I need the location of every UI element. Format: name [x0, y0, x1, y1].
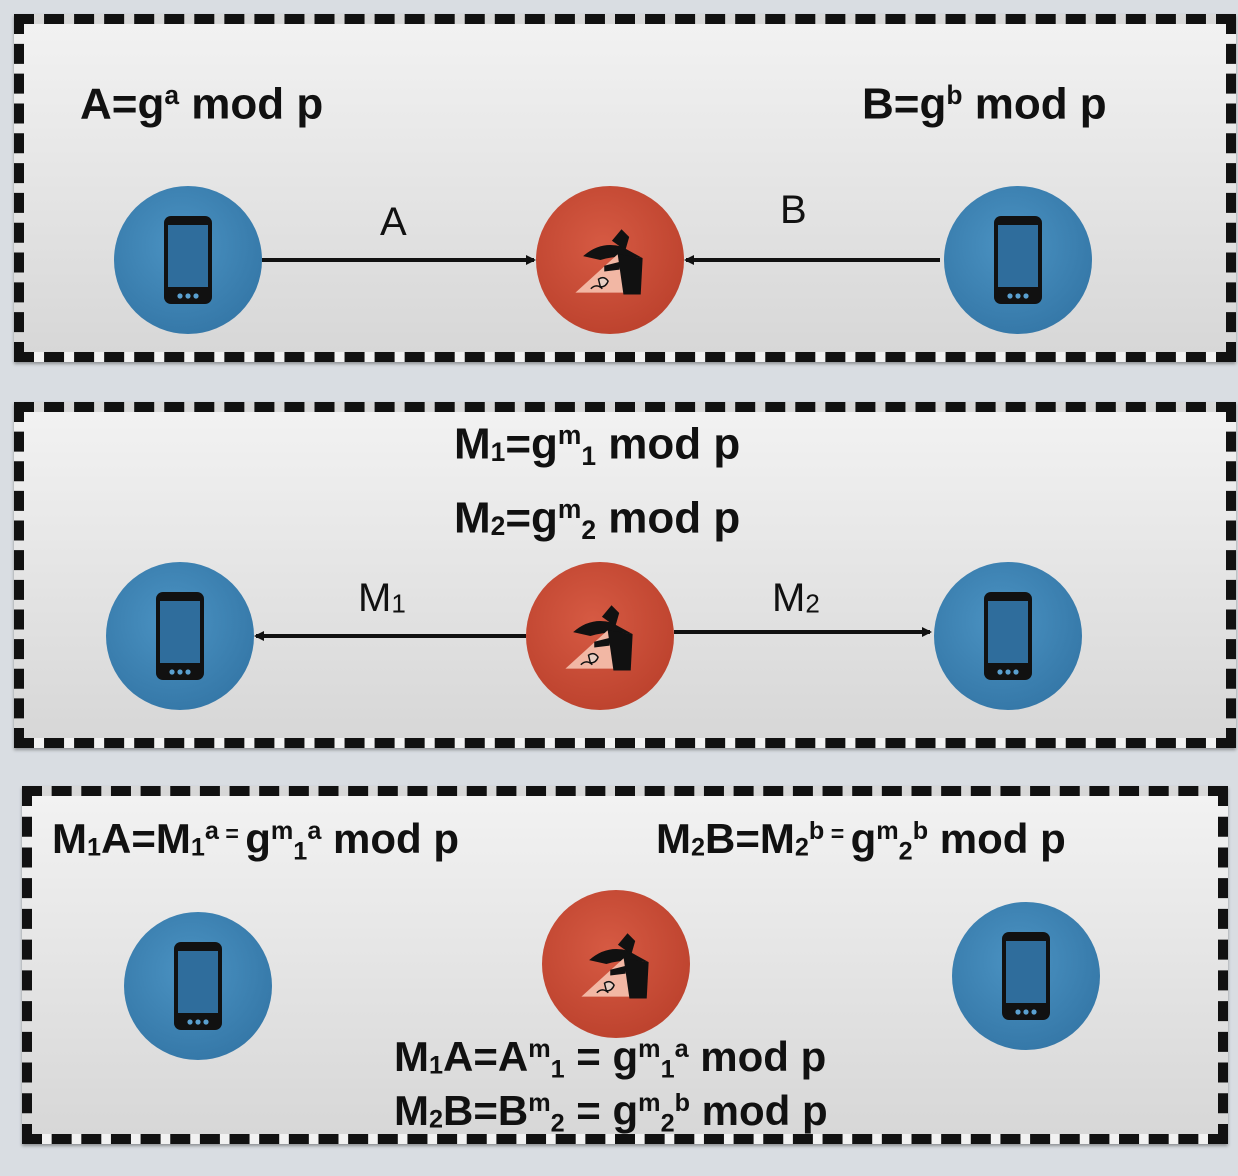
alice-device [114, 186, 262, 334]
m1-equation: M1=gm1 mod p [454, 419, 741, 472]
alice-equation: A=ga mod p [80, 79, 324, 129]
message-m1-label: M1 [358, 576, 406, 620]
attacker [536, 186, 684, 334]
bob-equation: B=gb mod p [862, 79, 1107, 129]
attacker [526, 562, 674, 710]
bob-device [934, 562, 1082, 710]
smartphone-icon [173, 941, 223, 1031]
bob-device [944, 186, 1092, 334]
smartphone-icon [1001, 931, 1051, 1021]
alice-device [106, 562, 254, 710]
bob-shared-secret: M2B=M2b = gm2b mod p [656, 815, 1066, 866]
message-a-label: A [380, 200, 407, 244]
message-b-label: B [780, 188, 807, 232]
alice-shared-secret: M1A=M1a = gm1a mod p [52, 815, 459, 866]
attacker-secret-alice: M1A=Am1 = gm1a mod p [394, 1033, 827, 1084]
attacker-secret-bob: M2B=Bm2 = gm2b mod p [394, 1087, 828, 1138]
bob-device [952, 902, 1100, 1050]
m2-equation: M2=gm2 mod p [454, 493, 741, 546]
spy-icon [568, 916, 664, 1012]
alice-device [124, 912, 272, 1060]
message-m2-label: M2 [772, 576, 820, 620]
attacker [542, 890, 690, 1038]
